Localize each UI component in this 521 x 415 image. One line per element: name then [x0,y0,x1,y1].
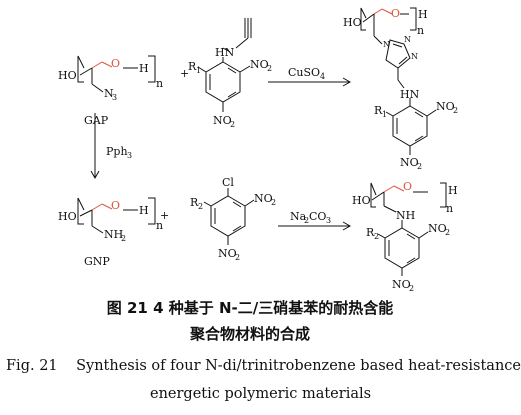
cuso4-text: CuSO [288,66,320,79]
product-top-triazole-n1: N [383,40,390,49]
product-bottom-no2-b: NO [392,278,411,291]
bottom-reagent-no2-a: NO [254,192,273,205]
gap-h: H [139,62,149,75]
bottom-reagent-no2-b-sub: 2 [235,253,240,262]
synthesis-scheme: HO O H n N 3 GAP + HN R 1 NO 2 NO 2 CuSO… [58,7,458,293]
product-top-no2-b-sub: 2 [417,162,422,171]
product-top-triazole-n2: N [404,35,411,44]
pph3-text: Pph [106,145,128,158]
cuso4-sub: 4 [320,72,325,81]
gnp-structure [77,197,156,234]
gap-azide: N [104,87,114,100]
product-bottom-ho: HO [352,194,371,207]
top-reagent-labels: HN R 1 NO 2 NO 2 [188,46,272,129]
arrow-bottom [278,221,352,231]
product-top-no2-b: NO [400,156,419,169]
top-reagent-no2-b: NO [213,114,232,127]
product-bottom-h: H [448,184,458,197]
na2co3-na: Na [290,210,307,223]
gap-n: n [156,77,163,90]
product-top-no2-a-sub: 2 [453,106,458,115]
pph3-sub: 3 [127,151,132,160]
top-reagent-no2-b-sub: 2 [230,120,235,129]
bottom-reagent-no2-b: NO [218,247,237,260]
product-bottom-no2-a: NO [428,222,447,235]
na2co3-condition: Na 2 CO 3 [290,210,331,225]
top-reagent-r1-sub: 1 [196,66,201,75]
top-reagent-no2-a: NO [250,58,269,71]
top-reagent-r1: R [188,60,197,73]
product-bottom-no2-b-sub: 2 [409,284,414,293]
product-bottom-labels: HO O H n NH R 2 NO 2 NO 2 [352,180,458,293]
na2co3-sub1: 2 [304,216,309,225]
bottom-reagent-r2-sub: 2 [198,202,203,211]
product-top-no2-a: NO [436,100,455,113]
gap-azide-sub: 3 [112,93,117,102]
bottom-reagent-r2: R [190,196,199,209]
product-bottom-r2: R [366,226,375,239]
gnp-h: H [139,204,149,217]
bottom-reagent-cl: Cl [222,176,234,189]
gap-labels: HO O H n N 3 GAP [58,57,163,127]
gnp-oxygen: O [111,199,120,212]
product-top-labels: HO O H n N N N HN R 1 NO 2 NO 2 [343,7,458,171]
product-bottom-structure [370,182,447,276]
product-top-hn: HN [400,88,420,101]
top-reagent-no2-a-sub: 2 [267,64,272,73]
product-top-ho: HO [343,16,362,29]
plus-top: + [180,67,189,80]
caption-cn-line2: 聚合物材料的合成 [189,325,310,343]
arrow-top [268,77,352,87]
gnp-label: GNP [84,255,110,268]
product-bottom-r2-sub: 2 [374,232,379,241]
pph3-condition: Pph 3 [106,145,132,160]
arrow-down [90,113,100,180]
gap-label: GAP [84,114,109,127]
cuso4-condition: CuSO 4 [288,66,325,81]
product-top-r1: R [374,104,383,117]
bottom-reagent-structure [203,188,255,245]
product-top-n: n [417,24,424,37]
product-bottom-no2-a-sub: 2 [445,228,450,237]
gnp-amine: NH [104,228,123,241]
top-reagent-structure [197,18,252,112]
gnp-ho: HO [58,210,77,223]
product-bottom-n: n [446,202,453,215]
gap-oxygen: O [111,57,120,70]
bottom-reagent-labels: Cl R 2 NO 2 NO 2 [190,176,276,262]
caption-en-line1: Fig. 21 Synthesis of four N-di/trinitrob… [6,358,521,374]
bottom-reagent-no2-a-sub: 2 [271,198,276,207]
product-bottom-oxygen: O [403,180,412,193]
caption-en-line2: energetic polymeric materials [150,386,372,402]
plus-bottom: + [160,209,169,222]
gap-structure [77,55,156,93]
caption-cn-line1: 图 21 4 种基于 N-二/三硝基苯的耐热含能 [106,299,394,317]
product-top-h: H [418,8,428,21]
gnp-n: n [156,219,163,232]
na2co3-sub2: 3 [326,216,331,225]
product-top-r1-sub: 1 [382,110,387,119]
top-reagent-hn: HN [215,46,235,59]
product-top-triazole-n3: N [411,52,418,61]
product-top-oxygen: O [391,7,400,20]
product-bottom-nh: NH [396,209,415,222]
gnp-labels: HO O H n NH 2 GNP [58,199,163,268]
gap-ho: HO [58,69,77,82]
gnp-amine-sub: 2 [121,234,126,243]
na2co3-co: CO [309,210,326,223]
product-top-structure [360,7,437,155]
